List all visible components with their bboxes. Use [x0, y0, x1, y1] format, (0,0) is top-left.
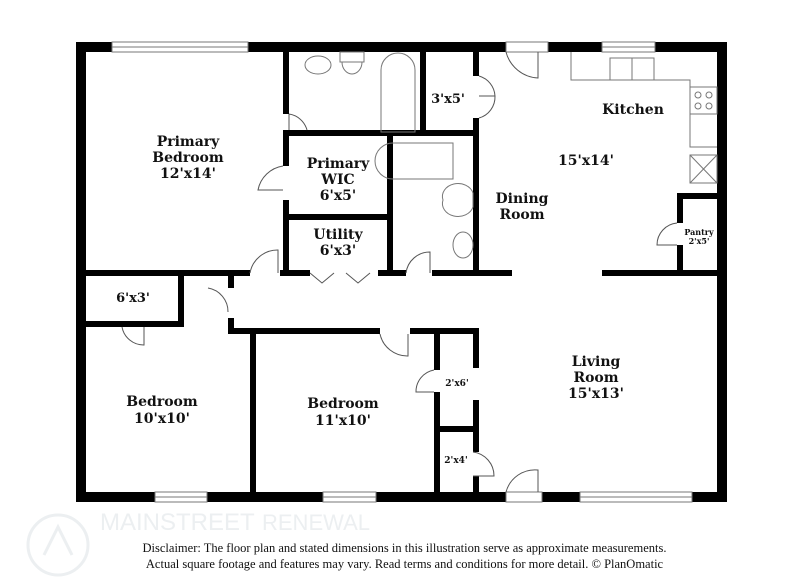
doors: [121, 51, 678, 493]
utility-label: Utility: [313, 227, 363, 243]
interior-walls: [86, 52, 717, 492]
bedroom-1-dims: 10'x10': [134, 411, 190, 427]
closet-3x5-dims: 3'x5': [431, 92, 465, 107]
bedroom-1-label: Bedroom: [126, 394, 198, 410]
utility-dims: 6'x3': [320, 243, 356, 259]
wic-label-2: WIC: [320, 172, 354, 188]
closet-2x6-dims: 2'x6': [445, 379, 468, 389]
kitchen-dims: 15'x14': [558, 153, 614, 169]
pantry-dims: 2'x5': [689, 236, 710, 246]
kitchen-label: Kitchen: [602, 102, 664, 118]
disclaimer-line-2: Actual square footage and features may v…: [145, 557, 664, 571]
counter: [570, 52, 717, 148]
bedroom-2-dims: 11'x10': [315, 413, 371, 429]
closet-6x3-dims: 6'x3': [116, 291, 150, 306]
bathtub-icon: [380, 52, 416, 133]
stove-icon: [689, 86, 718, 115]
watermark-line2: RENEWAL: [262, 510, 370, 535]
bathtub-icon: [374, 142, 454, 180]
fridge-icon: [689, 154, 718, 184]
bedroom-2-label: Bedroom: [307, 396, 379, 412]
toilet-icon: [441, 183, 474, 217]
primary-bedroom-dims: 12'x14': [160, 166, 216, 182]
outer-walls: [76, 42, 727, 502]
watermark-line1: MAINSTREET: [100, 509, 255, 536]
dining-label-2: Room: [499, 207, 544, 223]
window-sills: [112, 46, 692, 498]
sink-icon: [452, 231, 474, 259]
wic-dims: 6'x5': [320, 188, 356, 204]
living-dims: 15'x13': [568, 386, 624, 402]
primary-bedroom-label-2: Bedroom: [152, 150, 224, 166]
wic-label: Primary: [307, 156, 370, 172]
living-label-2: Room: [573, 370, 618, 386]
closet-2x4-dims: 2'x4': [444, 456, 467, 466]
fixtures: [304, 51, 718, 259]
disclaimer-line-1: Disclaimer: The floor plan and stated di…: [142, 541, 667, 555]
toilet-icon: [339, 51, 365, 75]
primary-bedroom-label: Primary: [157, 134, 220, 150]
pantry-label: Pantry: [684, 227, 714, 237]
living-label: Living: [572, 354, 621, 370]
room-labels: Primary Bedroom 12'x14' Primary WIC 6'x5…: [116, 92, 714, 466]
sink-icon: [304, 55, 332, 75]
dining-label: Dining: [496, 191, 549, 207]
watermark-logo: MAINSTREET RENEWAL: [26, 509, 370, 577]
